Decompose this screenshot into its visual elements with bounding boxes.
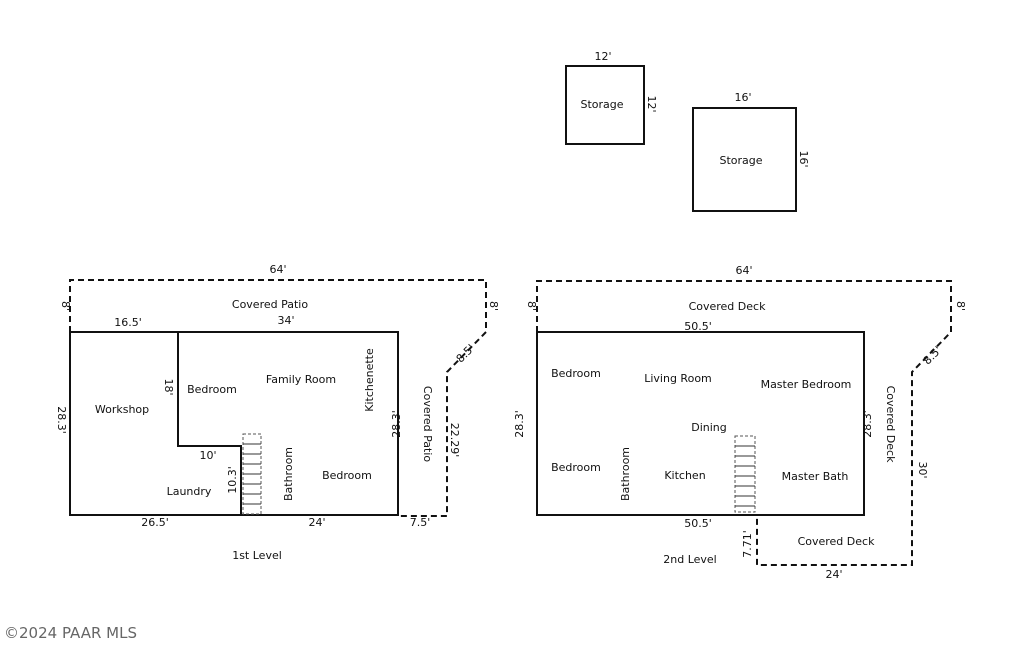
room-l1-bathroom: Bathroom bbox=[282, 447, 295, 501]
room-l2-bathroom: Bathroom bbox=[619, 447, 632, 501]
l2-bottom-deck-width: 24' bbox=[825, 568, 842, 581]
l1-patio-label: Covered Patio bbox=[232, 298, 308, 311]
second-level-stairs bbox=[734, 435, 756, 513]
l2-deck-label: Covered Deck bbox=[689, 300, 767, 313]
storage-large-depth: 16' bbox=[797, 150, 810, 167]
storage-small-label: Storage bbox=[580, 98, 623, 111]
l2-deck-right-label: Covered Deck bbox=[884, 386, 897, 464]
mls-watermark: ©2024 PAAR MLS bbox=[4, 624, 137, 642]
l1-top-left: 16.5' bbox=[114, 316, 142, 329]
l1-right-height: 28.3' bbox=[390, 410, 403, 438]
l1-top-right: 34' bbox=[277, 314, 294, 327]
l1-caption: 1st Level bbox=[232, 549, 282, 562]
l1-laundry-height: 10.3' bbox=[226, 466, 239, 494]
l1-bottom-right: 24' bbox=[308, 516, 325, 529]
second-level-walls bbox=[536, 331, 865, 516]
room-l1-bedroom-1: Bedroom bbox=[187, 383, 237, 396]
l2-bottom-deck-depth: 7.71' bbox=[741, 530, 754, 558]
l1-bottom-left: 26.5' bbox=[141, 516, 169, 529]
room-kitchen: Kitchen bbox=[664, 469, 705, 482]
l2-caption: 2nd Level bbox=[663, 553, 717, 566]
l2-deck-corner: 8' bbox=[954, 301, 967, 311]
storage-small-outline bbox=[565, 65, 645, 145]
l1-inner-height: 18' bbox=[162, 378, 175, 395]
l2-deck-diag: 8.5' bbox=[921, 344, 945, 368]
room-l2-bedroom-2: Bedroom bbox=[551, 461, 601, 474]
room-workshop: Workshop bbox=[95, 403, 149, 416]
first-level-plan: 64' 8' Covered Patio 8' 8.5' Covered Pat… bbox=[55, 263, 500, 562]
storage-small-depth: 12' bbox=[645, 95, 658, 112]
l1-patio-corner: 8' bbox=[487, 301, 500, 311]
room-kitchenette: Kitchenette bbox=[363, 348, 376, 412]
l2-bottom-width: 50.5' bbox=[684, 517, 712, 530]
l1-left-height: 28.3' bbox=[55, 406, 68, 434]
l2-left-height: 28.3' bbox=[513, 410, 526, 438]
l1-patio-right-len: 22.29' bbox=[448, 423, 461, 458]
storage-large-width: 16' bbox=[734, 91, 751, 104]
l2-right-height: 28.3' bbox=[861, 410, 874, 438]
room-master-bath: Master Bath bbox=[782, 470, 849, 483]
l2-deck-depth: 8' bbox=[525, 301, 538, 311]
l1-patio-depth: 8' bbox=[59, 301, 72, 311]
storage-small-width: 12' bbox=[594, 50, 611, 63]
l2-bottom-deck-label: Covered Deck bbox=[798, 535, 876, 548]
first-level-stairs bbox=[242, 433, 262, 515]
room-family-room: Family Room bbox=[266, 373, 336, 386]
room-living-room: Living Room bbox=[644, 372, 712, 385]
covered-deck-outline bbox=[536, 280, 952, 566]
room-l2-bedroom-1: Bedroom bbox=[551, 367, 601, 380]
l2-top-width: 50.5' bbox=[684, 320, 712, 333]
storage-large-label: Storage bbox=[719, 154, 762, 167]
room-dining: Dining bbox=[691, 421, 727, 434]
l2-deck-right-len: 30' bbox=[916, 461, 929, 478]
room-master-bedroom: Master Bedroom bbox=[761, 378, 852, 391]
room-laundry: Laundry bbox=[167, 485, 212, 498]
covered-patio-outline bbox=[69, 279, 487, 517]
first-level-walls bbox=[69, 331, 399, 516]
storage-building-small: 12' Storage 12' bbox=[565, 50, 658, 145]
l1-patio-bottom: 7.5' bbox=[410, 516, 431, 529]
l1-inner-width: 10' bbox=[199, 449, 216, 462]
workshop-partition bbox=[177, 332, 242, 515]
second-level-plan: 64' 8' Covered Deck 8' 8.5' Covered Deck… bbox=[513, 264, 967, 581]
storage-large-outline bbox=[692, 107, 797, 212]
storage-building-large: 16' Storage 16' bbox=[692, 91, 810, 212]
room-l1-bedroom-2: Bedroom bbox=[322, 469, 372, 482]
l1-overall-width: 64' bbox=[269, 263, 286, 276]
l1-patio-right-label: Covered Patio bbox=[421, 386, 434, 462]
l2-overall-width: 64' bbox=[735, 264, 752, 277]
